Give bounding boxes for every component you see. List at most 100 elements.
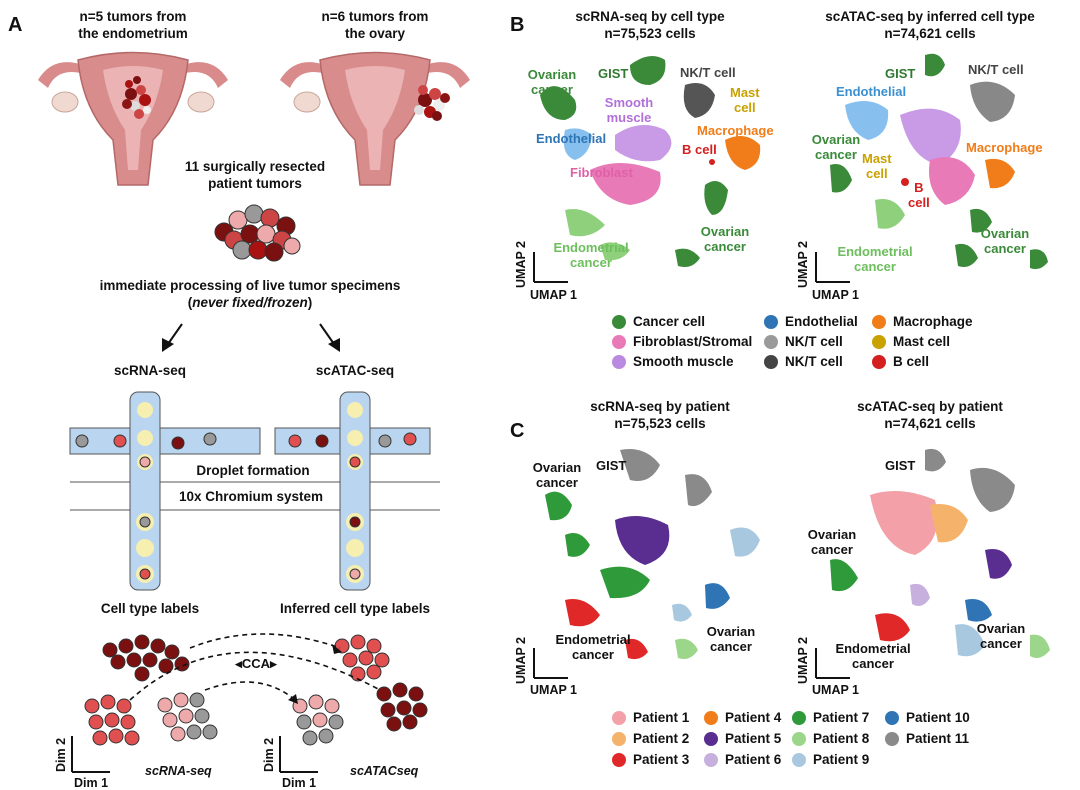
legend-label: Patient 1: [633, 710, 690, 725]
b-right-label-gist: GIST: [885, 66, 916, 81]
legend-label: Macrophage: [893, 314, 973, 329]
never-fixed-label: (never fixed/frozen): [150, 294, 350, 311]
never-fixed-text: never fixed/frozen: [192, 295, 308, 310]
legend-swatch: [704, 731, 718, 746]
c-right-umap2: UMAP 2: [796, 636, 810, 684]
b-right-title: scATAC-seq by inferred cell type n=74,62…: [825, 9, 1035, 41]
tumor-cluster: [214, 204, 301, 262]
b-left-umap1: UMAP 1: [530, 288, 578, 302]
legend-label: Mast cell: [893, 334, 951, 349]
b-left-title: scRNA-seq by cell type n=75,523 cells: [575, 9, 725, 41]
processing-label: immediate processing of live tumor speci…: [99, 278, 401, 293]
legend-label: Patient 7: [813, 710, 870, 725]
c-left-label-endometrial: Endometrial cancer: [555, 632, 631, 662]
panel-a-letter: A: [8, 14, 23, 36]
legend-swatch: [612, 334, 626, 349]
c-left-title: scRNA-seq by patient n=75,523 cells: [590, 399, 730, 431]
c-left-label-ovarian: Ovarian cancer: [532, 460, 582, 490]
c-right-label-gist: GIST: [885, 458, 916, 473]
c-right-label-ovarian: Ovarian cancer: [807, 527, 857, 557]
b-right-label-macro: Macrophage: [966, 140, 1043, 155]
c-legend-item: Patient 11: [885, 731, 969, 746]
b-legend-item: B cell: [872, 354, 929, 369]
dim1-label-right: Dim 1: [282, 776, 317, 790]
legend-label: Patient 6: [725, 752, 782, 767]
legend-swatch: [792, 731, 806, 746]
scrna-italic-label: scRNA-seq: [145, 764, 212, 778]
scrna-method-label: scRNA-seq: [113, 363, 187, 378]
cca-label: ◂CCA▸: [235, 656, 277, 671]
c-right-umap: [830, 448, 1050, 658]
b-legend-item: Macrophage: [872, 314, 973, 329]
b-right-umap1: UMAP 1: [812, 288, 860, 302]
legend-label: Fibroblast/Stromal: [633, 334, 753, 349]
c-legend-item: Patient 8: [792, 731, 869, 746]
b-left-label-macro: Macrophage: [697, 123, 774, 138]
legend-label: NK/T cell: [785, 354, 843, 369]
b-legend-item: Cancer cell: [612, 314, 705, 329]
legend-swatch: [612, 752, 626, 767]
b-left-label-endometrial: Endometrial cancer: [553, 240, 629, 270]
b-right-label-nkt: NK/T cell: [968, 62, 1024, 77]
b-right-label-ovarian2: Ovarian cancer: [980, 226, 1030, 256]
b-right-label-endometrial: Endometrial cancer: [837, 244, 913, 274]
legend-label: Smooth muscle: [633, 354, 734, 369]
b-left-label-ovarian2: Ovarian cancer: [700, 224, 750, 254]
c-legend-item: Patient 2: [612, 731, 689, 746]
c-left-label-ovarian2: Ovarian cancer: [706, 624, 756, 654]
legend-label: Cancer cell: [633, 314, 706, 329]
uterus-endometrium-diagram: [38, 51, 228, 186]
c-right-label-ovarian2: Ovarian cancer: [976, 621, 1026, 651]
c-legend-item: Patient 6: [704, 752, 781, 767]
legend-label: Patient 9: [813, 752, 870, 767]
c-legend-item: Patient 1: [612, 710, 689, 725]
b-left-label-mast: Mast cell: [730, 85, 760, 115]
paren-open: (: [187, 295, 193, 310]
inferred-labels: Inferred cell type labels: [279, 601, 431, 616]
legend-label: B cell: [893, 354, 930, 369]
c-legend-item: Patient 4: [704, 710, 781, 725]
b-left-umap2: UMAP 2: [514, 240, 528, 288]
legend-swatch: [612, 314, 626, 329]
legend-label: Patient 8: [813, 731, 870, 746]
uterus-ovary-diagram: [280, 51, 470, 186]
c-left-umap2: UMAP 2: [514, 636, 528, 684]
c-legend-item: Patient 10: [885, 710, 970, 725]
cell-type-labels: Cell type labels: [100, 601, 200, 616]
legend-swatch: [764, 354, 778, 369]
legend-swatch: [704, 710, 718, 725]
scatac-method-label: scATAC-seq: [315, 363, 395, 378]
b-right-label-mast: Mast cell: [862, 151, 892, 181]
legend-swatch: [792, 710, 806, 725]
legend-swatch: [764, 314, 778, 329]
c-legend-item: Patient 9: [792, 752, 869, 767]
b-right-umap: [830, 53, 1048, 270]
b-left-label-fibro: Fibroblast: [570, 165, 633, 180]
legend-swatch: [792, 752, 806, 767]
legend-label: NK/T cell: [785, 334, 843, 349]
ovary-title: n=6 tumors from the ovary: [321, 9, 429, 41]
legend-swatch: [872, 354, 886, 369]
legend-label: Patient 2: [633, 731, 690, 746]
panel-c-letter: C: [510, 420, 525, 442]
c-legend-item: Patient 5: [704, 731, 781, 746]
c-legend-item: Patient 7: [792, 710, 869, 725]
legend-swatch: [612, 731, 626, 746]
legend-swatch: [885, 710, 899, 725]
legend-swatch: [764, 334, 778, 349]
legend-swatch: [612, 354, 626, 369]
c-right-title: scATAC-seq by patient n=74,621 cells: [857, 399, 1003, 431]
paren-close: ): [307, 295, 313, 310]
cca-text: CCA: [241, 656, 271, 671]
b-left-label-bcell: B cell: [682, 142, 717, 157]
legend-swatch: [872, 314, 886, 329]
microfluidic-chip-scatac: [274, 391, 431, 591]
c-legend-item: Patient 3: [612, 752, 689, 767]
b-left-label-endothelial: Endothelial: [536, 131, 607, 146]
legend-label: Patient 4: [725, 710, 782, 725]
legend-swatch: [612, 710, 626, 725]
endometrium-title: n=5 tumors from the endometrium: [78, 9, 188, 41]
b-left-label-nkt: NK/T cell: [680, 65, 736, 80]
